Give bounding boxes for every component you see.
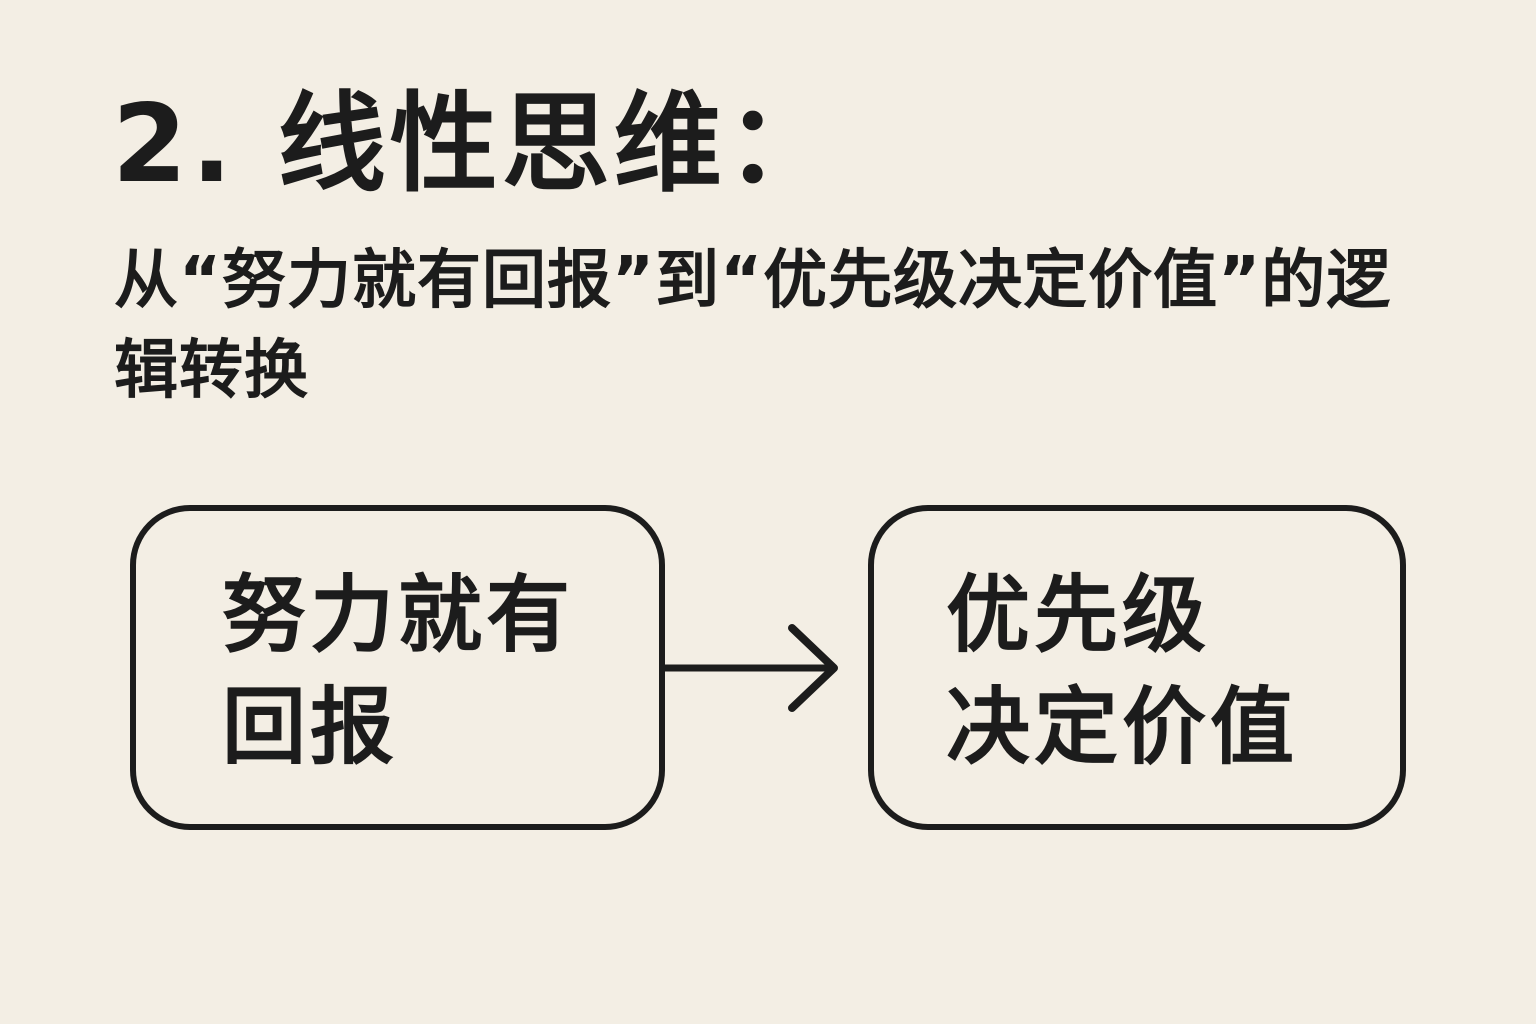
to-box-text: 优先级 决定价值 [946,559,1386,783]
to-box-line1: 优先级 [946,566,1211,664]
to-box-line2: 决定价值 [946,678,1299,776]
from-box: 努力就有 回报 [130,505,665,830]
to-box: 优先级 决定价值 [868,505,1406,830]
page-title: 2. 线性思维： [112,82,838,207]
from-box-line1: 努力就有 [222,566,575,664]
arrow-right-icon [660,624,838,712]
from-box-line2: 回报 [222,678,399,776]
page-subtitle: 从“努力就有回报”到“优先级决定价值”的逻辑转换 [114,244,1392,408]
from-box-text: 努力就有 回报 [222,559,642,783]
